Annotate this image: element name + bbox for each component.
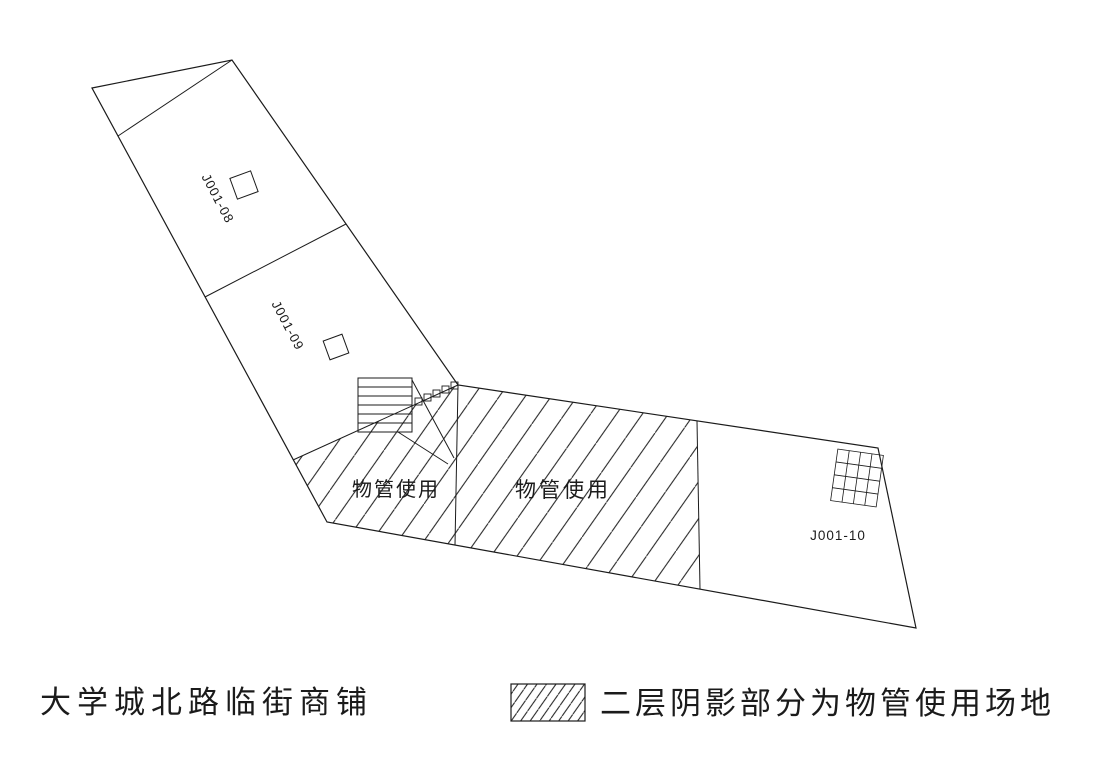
legend-text: 二层阴影部分为物管使用场地 [600, 686, 1055, 721]
hatch-region-middle [455, 385, 700, 589]
staircase-ramp-line [397, 431, 449, 465]
grid-line [834, 474, 880, 482]
grid-line [835, 461, 882, 469]
hatch-divider-vertical-line [454, 384, 459, 546]
staircase [357, 377, 455, 465]
divider-hatch-j001-10-line [696, 420, 701, 590]
column-marker-j001-08 [229, 170, 259, 200]
hatch-label-left: 物管使用 [352, 478, 440, 501]
staircase-ramp-line [411, 379, 455, 459]
grid-detail-j001-10 [830, 448, 884, 508]
room-label-j001-08: J001-08 [199, 171, 238, 226]
hatch-region-left [293, 385, 458, 545]
tick-square [441, 385, 450, 394]
room-divider-08-09-line [204, 223, 347, 298]
tick-square [423, 393, 432, 402]
legend-hatch-swatch [510, 683, 586, 722]
grid-line [832, 487, 879, 495]
caption-text: 大学城北路临街商铺 [40, 685, 373, 720]
tick-square [432, 389, 441, 398]
tick-square [450, 381, 459, 390]
hatch-label-middle: 物管使用 [515, 479, 611, 502]
room-label-j001-09: J001-09 [269, 298, 308, 353]
column-marker-j001-09 [322, 333, 350, 361]
tick-square [414, 397, 423, 406]
room-label-j001-10: J001-10 [810, 528, 866, 543]
tick-squares [414, 381, 459, 406]
triangle-divider-line [117, 59, 233, 137]
